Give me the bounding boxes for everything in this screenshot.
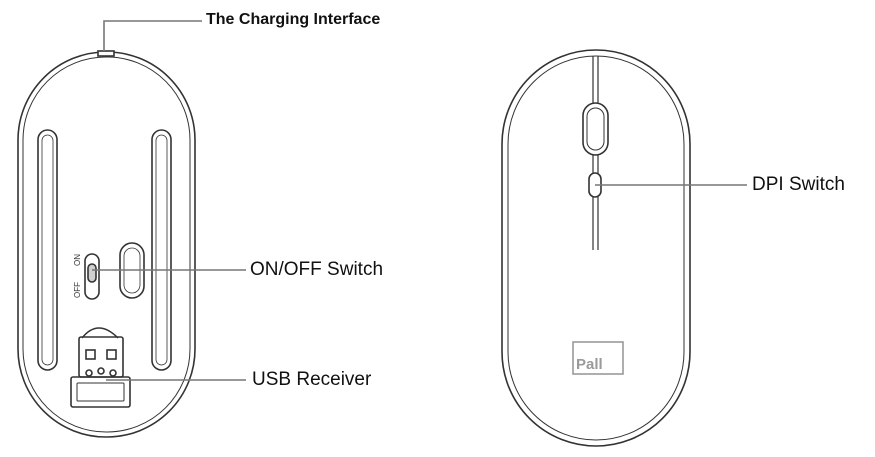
on-off-switch-track <box>84 253 100 300</box>
on-off-switch-knob <box>87 263 97 283</box>
charging-port <box>97 50 115 57</box>
top-body-inner-outline <box>507 55 685 441</box>
bottom-body-inner-outline <box>22 56 191 433</box>
usb-receiver-body <box>70 376 131 408</box>
usb-receiver-hole-3 <box>109 369 117 377</box>
on-off-switch-label: ON/OFF Switch <box>250 259 384 280</box>
scroll-wheel-inner <box>586 107 605 151</box>
usb-receiver-hole-2 <box>97 367 105 375</box>
usb-receiver-pin-1 <box>85 349 96 360</box>
switch-off-mark: OFF <box>73 282 82 298</box>
logo-text: Pall <box>576 356 603 373</box>
left-foot <box>37 129 58 371</box>
usb-receiver-hole-1 <box>85 369 93 377</box>
dpi-switch-label: DPI Switch <box>752 174 845 195</box>
right-foot <box>151 129 172 371</box>
usb-receiver-body-inner <box>76 382 125 402</box>
usb-receiver-label: USB Receiver <box>252 369 372 390</box>
charging-interface-leader <box>103 20 202 51</box>
switch-on-mark: ON <box>73 254 82 266</box>
brand-logo: Pall <box>572 341 624 375</box>
top-body-outline <box>501 49 691 447</box>
mouse-top-view <box>501 49 691 447</box>
left-foot-inner <box>41 134 54 366</box>
right-foot-inner <box>155 134 168 366</box>
logo-box <box>572 341 624 375</box>
usb-receiver-pin-2 <box>106 349 117 360</box>
receiver-slot-arc <box>81 327 119 339</box>
mouse-bottom-view <box>17 50 196 438</box>
scroll-wheel <box>582 102 609 156</box>
charging-interface-label: The Charging Interface <box>206 11 381 28</box>
leader-lines <box>92 20 747 381</box>
